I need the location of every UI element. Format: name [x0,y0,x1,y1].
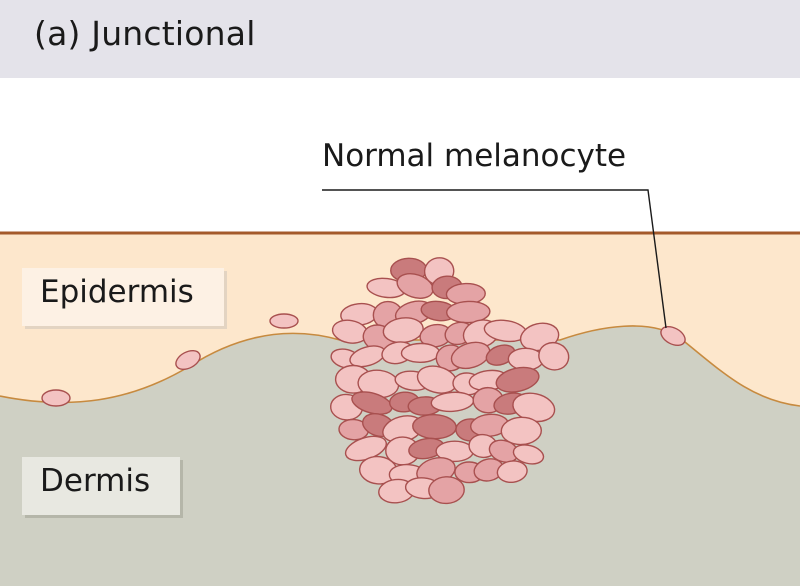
title-band [0,0,800,78]
normal-melanocyte [175,349,201,371]
nevus-cell [450,341,491,370]
nevus-cell [351,391,393,415]
normal-melanocyte [660,325,686,347]
normal-melanocyte [41,389,71,407]
nevus-cell [512,444,545,465]
nevus-cell [495,366,540,393]
nevus-cell [496,460,528,484]
melanocyte-nest [329,257,570,505]
nevus-cell [446,300,491,324]
callout-leader-line [322,189,667,329]
nevus-cell [428,476,465,505]
epidermis-label: Epidermis [22,268,224,326]
normal-melanocyte [269,313,299,329]
normal-melanocyte-label: Normal melanocyte [322,138,627,174]
nevus-cell [538,341,570,371]
nevus-cell [400,342,441,364]
dermis-label: Dermis [22,457,180,515]
diagram-title: (a) Junctional [34,14,256,53]
